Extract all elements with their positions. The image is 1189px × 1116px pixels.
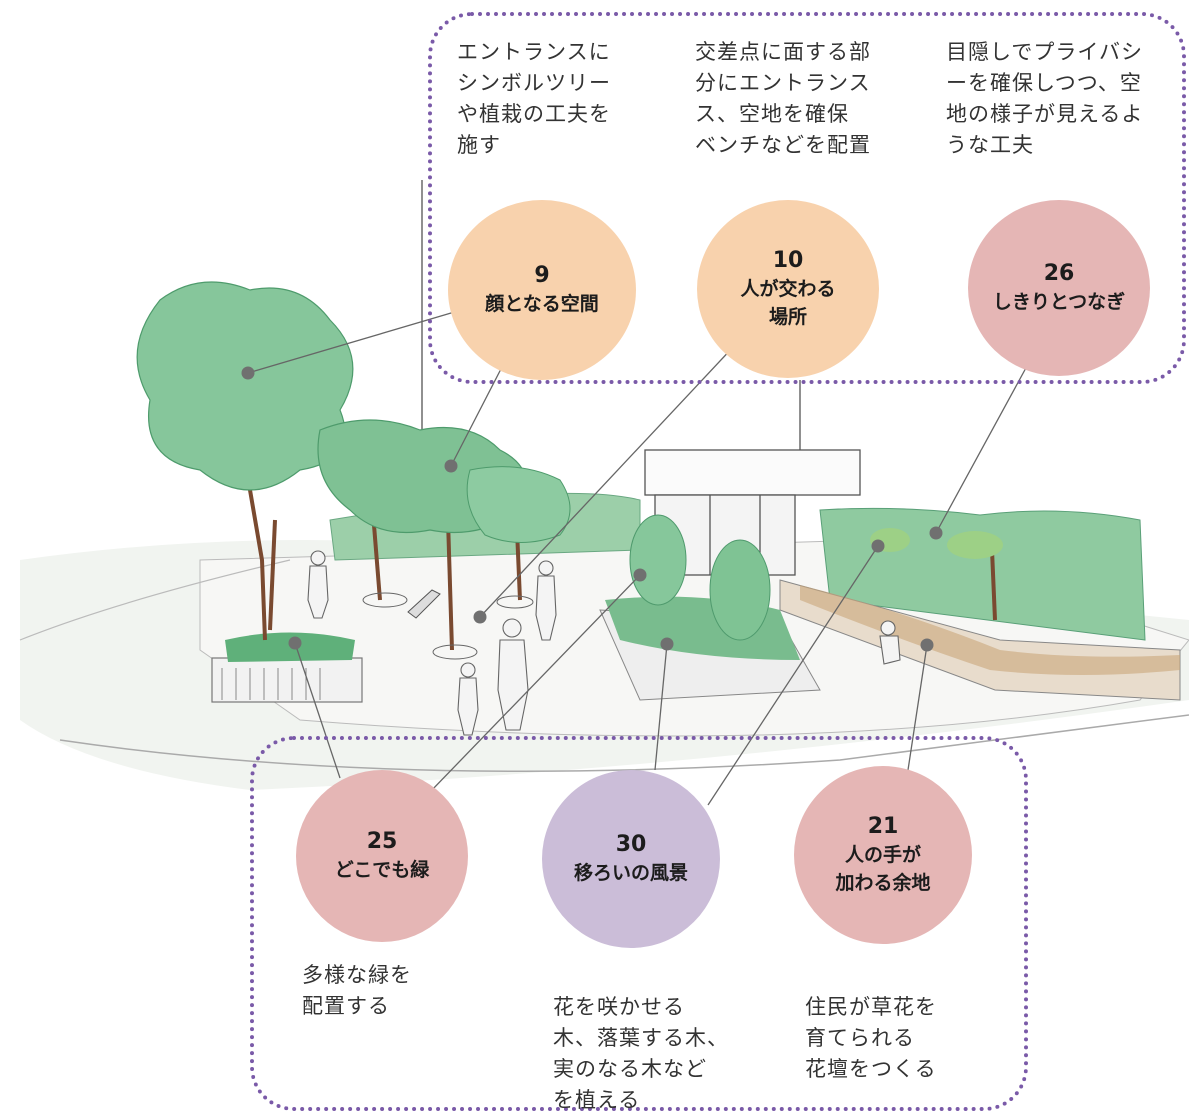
pattern-number: 30 (615, 832, 647, 857)
description-10: 交差点に面する部 分にエントランス ス、空地を確保 ベンチなどを配置 (695, 40, 871, 157)
top-group-frame (428, 12, 1186, 384)
description-30: 花を咲かせる 木、落葉する木、 実のなる木など を植える (553, 995, 729, 1112)
pattern-circle-25: 25 どこでも緑 (296, 770, 468, 942)
pattern-circle-9: 9 顔となる空間 (448, 200, 636, 380)
marker-dots (241, 366, 943, 652)
pattern-number: 25 (366, 829, 398, 854)
pattern-name: 顔となる空間 (485, 293, 599, 315)
description-21: 住民が草花を 育てられる 花壇をつくる (805, 995, 937, 1081)
bottom-group-frame (250, 736, 1028, 1111)
pattern-circle-10: 10 人が交わる 場所 (697, 200, 879, 378)
leader-lines (247, 307, 1028, 824)
pattern-circle-26: 26 しきりとつなぎ (968, 200, 1150, 376)
pattern-name: 人が交わる 場所 (740, 278, 836, 328)
description-25: 多様な緑を 配置する (302, 963, 412, 1018)
pattern-number: 9 (534, 263, 550, 288)
description-26: 目隠しでプライバシ ーを確保しつつ、空 地の様子が見えるよ うな工夫 (946, 40, 1144, 157)
pattern-number: 21 (867, 814, 899, 839)
pattern-number: 26 (1043, 261, 1075, 286)
pattern-circle-30: 30 移ろいの風景 (542, 770, 720, 948)
description-9: エントランスに シンボルツリー や植栽の工夫を 施す (457, 40, 611, 157)
pattern-name: 移ろいの風景 (573, 862, 688, 884)
pattern-name: どこでも緑 (334, 859, 430, 881)
pattern-name: しきりとつなぎ (992, 291, 1126, 313)
pattern-number: 10 (772, 248, 804, 273)
pattern-name: 人の手が 加わる余地 (835, 844, 931, 894)
pattern-circle-21: 21 人の手が 加わる余地 (794, 766, 972, 944)
